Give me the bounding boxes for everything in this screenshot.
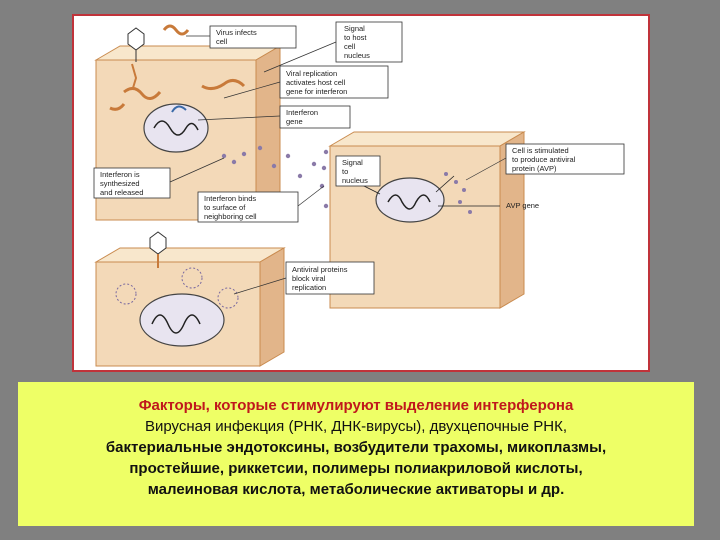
label-line: Interferon xyxy=(286,108,318,117)
caption-panel: Факторы, которые стимулируют выделение и… xyxy=(18,382,694,526)
label-line: Signal xyxy=(344,24,365,33)
label-line: gene xyxy=(286,117,303,126)
label-cell-stimulated: Cell is stimulated to produce antiviral … xyxy=(505,143,625,175)
label-virus-infects-cell: Virus infects cell xyxy=(209,25,297,49)
label-line: neighboring cell xyxy=(204,212,257,221)
label-line: cell xyxy=(344,42,356,51)
label-line: nucleus xyxy=(342,176,368,185)
label-line: AVP gene xyxy=(506,201,539,210)
nucleus-1 xyxy=(143,103,209,153)
interferon-dots xyxy=(221,145,472,214)
virus-icon-2 xyxy=(149,231,167,268)
label-interferon-gene: Interferon gene xyxy=(279,105,351,129)
diagram-figure: Virus infects cell Signal to host cell n… xyxy=(72,14,650,372)
caption-line-3: простейшие, риккетсии, полимеры полиакри… xyxy=(129,460,583,477)
label-line: protein (AVP) xyxy=(512,164,557,173)
label-avp-gene: AVP gene xyxy=(506,201,539,210)
label-line: gene for interferon xyxy=(286,87,347,96)
label-line: cell xyxy=(216,37,228,46)
leader-lines xyxy=(169,35,507,295)
label-line: Viral replication xyxy=(286,69,337,78)
interferon-mechanism-diagram: Virus infects cell Signal to host cell n… xyxy=(93,21,625,367)
label-line: to host xyxy=(344,33,367,42)
label-line: Signal xyxy=(342,158,363,167)
label-line: synthesized xyxy=(100,179,140,188)
label-line: and released xyxy=(100,188,143,197)
nucleus-2 xyxy=(375,177,445,223)
caption-title: Факторы, которые стимулируют выделение и… xyxy=(138,397,574,414)
label-viral-replication: Viral replication activates host cell ge… xyxy=(279,65,389,99)
caption-line-1: Вирусная инфекция (РНК, ДНК-вирусы), дву… xyxy=(145,418,567,435)
label-line: activates host cell xyxy=(286,78,346,87)
label-line: Interferon is xyxy=(100,170,140,179)
label-line: to produce antiviral xyxy=(512,155,576,164)
label-line: nucleus xyxy=(344,51,370,60)
label-line: Cell is stimulated xyxy=(512,146,569,155)
label-line: to surface of xyxy=(204,203,246,212)
label-line: to xyxy=(342,167,348,176)
label-line: Virus infects xyxy=(216,28,257,37)
protected-cell xyxy=(94,247,286,367)
caption-line-2: бактериальные эндотоксины, возбудители т… xyxy=(105,439,607,456)
virus-icon xyxy=(127,24,190,62)
label-signal-to-nucleus: Signal to nucleus xyxy=(335,155,381,187)
nucleus-3 xyxy=(139,293,225,347)
label-interferon-synthesized: Interferon is synthesized and released xyxy=(93,167,171,199)
label-line: block viral xyxy=(292,274,326,283)
label-signal-host-nucleus: Signal to host cell nucleus xyxy=(335,21,403,63)
label-line: replication xyxy=(292,283,326,292)
caption-line-4: малеиновая кислота, метаболические актив… xyxy=(147,481,565,498)
label-interferon-binds: Interferon binds to surface of neighbori… xyxy=(197,191,299,223)
label-line: Antiviral proteins xyxy=(292,265,348,274)
label-line: Interferon binds xyxy=(204,194,256,203)
label-antiviral-proteins: Antiviral proteins block viral replicati… xyxy=(285,261,375,295)
